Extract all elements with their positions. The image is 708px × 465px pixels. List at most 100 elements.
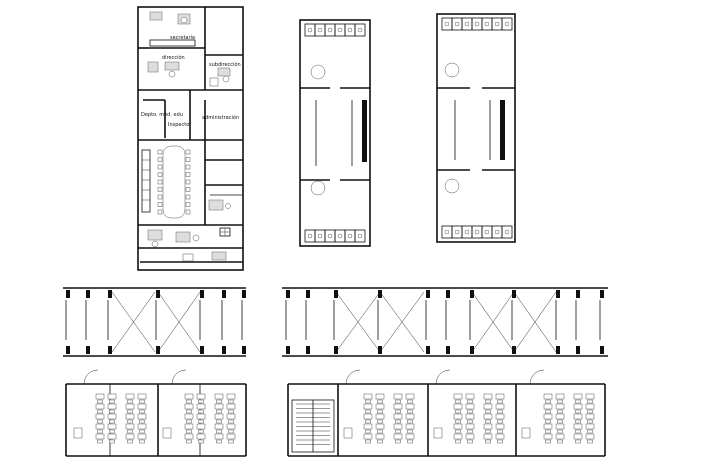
- desk-icon: [585, 423, 595, 430]
- chair-icon: [157, 164, 163, 170]
- desk-icon: [184, 403, 194, 410]
- desk-icon: [196, 423, 206, 430]
- desk-icon: [226, 403, 236, 410]
- desk-icon: [137, 433, 147, 440]
- column: [576, 290, 580, 298]
- column: [426, 346, 430, 354]
- chair-icon: [97, 399, 103, 404]
- chair-icon: [455, 429, 461, 434]
- chair-icon: [216, 399, 222, 404]
- chair-icon: [395, 419, 401, 424]
- chair-icon: [157, 209, 163, 215]
- chair-icon: [97, 429, 103, 434]
- desk-icon: [393, 403, 403, 410]
- desk-icon: [363, 393, 373, 400]
- column: [66, 290, 70, 298]
- desk-icon: [107, 433, 117, 440]
- desk-icon: [543, 393, 553, 400]
- chair-icon: [497, 439, 503, 444]
- toilet-icon: [474, 21, 480, 27]
- chair-icon: [139, 419, 145, 424]
- chair-icon: [497, 429, 503, 434]
- desk-icon: [95, 393, 105, 400]
- chair-icon: [109, 399, 115, 404]
- chair-icon: [587, 439, 593, 444]
- desk-icon: [555, 423, 565, 430]
- restroom-plan-2: [436, 13, 516, 243]
- desk-icon: [107, 423, 117, 430]
- chair-icon: [198, 409, 204, 414]
- desk-icon: [125, 393, 135, 400]
- chair-icon: [455, 399, 461, 404]
- desk-icon: [363, 423, 373, 430]
- chair-icon: [377, 439, 383, 444]
- desk-icon: [226, 423, 236, 430]
- desk-icon: [125, 423, 135, 430]
- column: [66, 346, 70, 354]
- chair-icon: [467, 409, 473, 414]
- desk-icon: [184, 433, 194, 440]
- toilet-icon: [327, 27, 333, 33]
- desk-icon: [555, 413, 565, 420]
- desk-icon: [573, 413, 583, 420]
- desk-icon: [393, 433, 403, 440]
- toilet-icon: [337, 233, 343, 239]
- chair-icon: [228, 399, 234, 404]
- chair-icon: [467, 419, 473, 424]
- desk-icon: [573, 433, 583, 440]
- column: [600, 346, 604, 354]
- label-inspector: Inspector: [168, 122, 192, 128]
- desk-icon: [214, 413, 224, 420]
- toilet-icon: [357, 27, 363, 33]
- chair-icon: [109, 409, 115, 414]
- chair-icon: [407, 399, 413, 404]
- chair-icon: [455, 439, 461, 444]
- desk-icon: [405, 433, 415, 440]
- toilet-icon: [454, 229, 460, 235]
- chair-icon: [185, 194, 191, 200]
- teacher-desk: [73, 427, 83, 439]
- column: [222, 290, 226, 298]
- column: [556, 346, 560, 354]
- chair-icon: [485, 419, 491, 424]
- chair-icon: [407, 429, 413, 434]
- desk-icon: [495, 403, 505, 410]
- chair-icon: [97, 419, 103, 424]
- chair-icon: [575, 439, 581, 444]
- chair-icon: [485, 429, 491, 434]
- chair-icon: [467, 399, 473, 404]
- label-direccion: dirección: [162, 54, 185, 61]
- chair-icon: [545, 419, 551, 424]
- column: [334, 346, 338, 354]
- desk-icon: [107, 403, 117, 410]
- chair-icon: [139, 409, 145, 414]
- desk-icon: [363, 403, 373, 410]
- desk-icon: [125, 433, 135, 440]
- desk-icon: [405, 423, 415, 430]
- chair-icon: [198, 429, 204, 434]
- chair-icon: [109, 439, 115, 444]
- column: [378, 346, 382, 354]
- chair-icon: [575, 399, 581, 404]
- desk-icon: [95, 413, 105, 420]
- stall: [354, 23, 366, 37]
- chair-icon: [395, 399, 401, 404]
- desk-icon: [573, 403, 583, 410]
- desk-icon: [543, 403, 553, 410]
- column: [86, 290, 90, 298]
- desk-icon: [375, 403, 385, 410]
- label-depto-medico: Depto. méd. edu: [141, 111, 183, 118]
- desk-icon: [465, 393, 475, 400]
- desk-icon: [184, 413, 194, 420]
- chair-icon: [186, 419, 192, 424]
- desk-icon: [453, 403, 463, 410]
- chair-icon: [198, 439, 204, 444]
- desk-icon: [453, 433, 463, 440]
- chair-icon: [557, 409, 563, 414]
- teacher-desk: [343, 427, 353, 439]
- desk-icon: [483, 423, 493, 430]
- chair-icon: [455, 409, 461, 414]
- desk-icon: [465, 423, 475, 430]
- desk-icon: [585, 393, 595, 400]
- chair-icon: [157, 202, 163, 207]
